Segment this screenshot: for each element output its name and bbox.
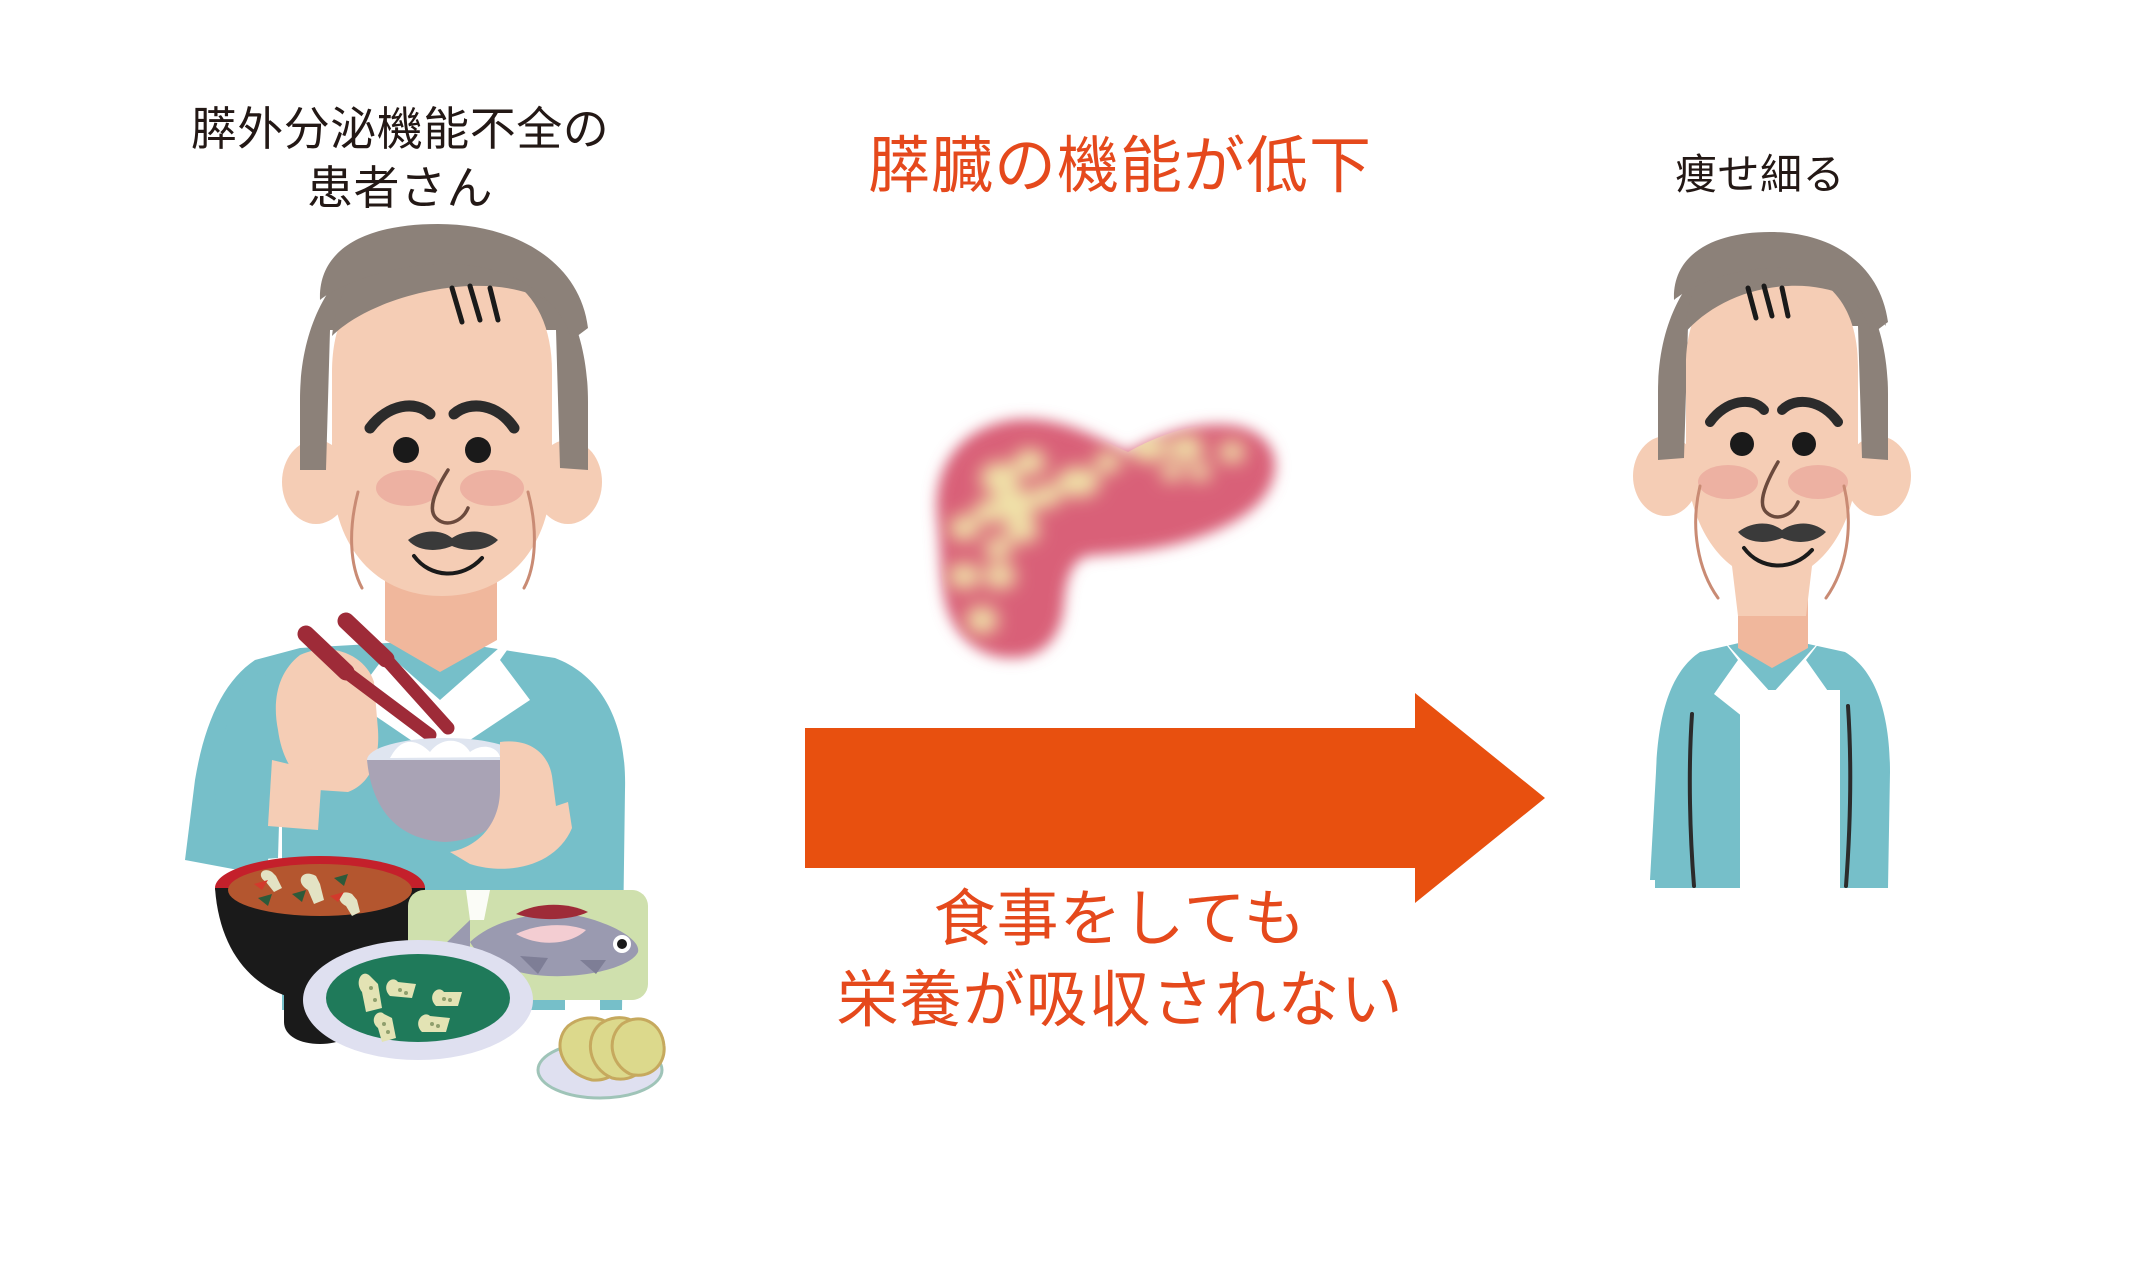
mouth — [1742, 546, 1814, 568]
fish-top — [516, 904, 588, 920]
nose — [430, 468, 470, 525]
hair-strands — [449, 283, 501, 325]
patient-caption: 膵外分泌機能不全の 患者さん — [190, 103, 610, 214]
collar — [1714, 634, 1830, 740]
pancreas-function-heading: 膵臓の機能が低下 — [867, 132, 1372, 201]
rice-bowl — [367, 738, 523, 842]
mouth — [412, 554, 484, 576]
ear-right — [1845, 436, 1911, 516]
food-okra-dish — [303, 940, 533, 1060]
cheek-left — [1698, 465, 1758, 499]
cheek-left — [376, 470, 440, 506]
eye-right — [1792, 432, 1816, 456]
food-pickles — [536, 1016, 666, 1100]
malabsorption-caption: 食事をしても 栄養が吸収されない — [836, 885, 1404, 1035]
mustache — [408, 531, 498, 550]
eyebrow-right — [1777, 397, 1843, 427]
collar — [352, 625, 530, 760]
fish-belly — [516, 925, 586, 943]
hair-strands — [1745, 283, 1791, 321]
cheek-right — [1788, 465, 1848, 499]
eyebrow-left — [1705, 397, 1769, 427]
wrist-left — [268, 760, 322, 830]
arm-seam-right — [1844, 704, 1853, 888]
eye-left — [1730, 432, 1754, 456]
hand-right — [450, 741, 572, 869]
left-figure-head — [282, 224, 602, 596]
chopsticks — [297, 612, 455, 742]
pancreas-organ — [936, 419, 1276, 658]
nose — [1760, 460, 1800, 519]
face — [332, 262, 552, 596]
arm-seam-left — [1687, 712, 1696, 888]
pancreas-body — [936, 419, 1276, 658]
right-figure-head — [1633, 232, 1911, 616]
pancreas-fat-spots — [948, 434, 1245, 634]
wasting-caption: 痩せ細る — [1674, 151, 1845, 198]
mustache — [1738, 523, 1826, 542]
shirt — [1650, 640, 1890, 888]
eyebrow-right — [448, 400, 520, 434]
cheek-right — [460, 470, 524, 506]
eyebrow-left — [364, 400, 436, 434]
eye-left — [393, 437, 419, 463]
neck — [385, 570, 497, 672]
eye-right — [465, 437, 491, 463]
right-figure-body — [1650, 584, 1890, 888]
arrow-shape — [805, 693, 1545, 903]
rice — [390, 740, 500, 758]
